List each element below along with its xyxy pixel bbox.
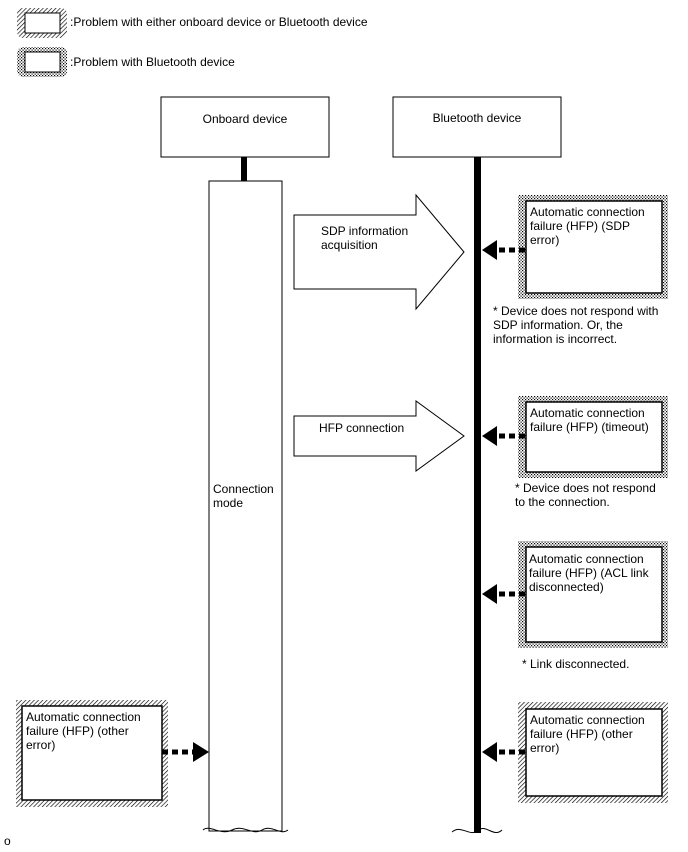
- onboard-device-title: Onboard device: [202, 112, 288, 126]
- failure-box-acl: [518, 541, 668, 648]
- dashed-arrow-other-bt: [482, 742, 525, 762]
- onboard-lifeline-stub: [241, 157, 247, 181]
- failure-other-bt-line2: failure (HFP) (other: [530, 727, 633, 741]
- failure-acl-line3: disconnected): [529, 580, 604, 594]
- dashed-arrow-sdp: [482, 240, 525, 260]
- bluetooth-device-title: Bluetooth device: [432, 111, 522, 125]
- bluetooth-lifeline-break: [451, 828, 503, 834]
- dashed-arrow-timeout: [482, 426, 525, 446]
- failure-timeout-line2: failure (HFP) (timeout): [530, 420, 649, 434]
- legend-hatched-swatch: [17, 8, 67, 38]
- failure-timeout-note1: * Device does not respond: [515, 481, 656, 495]
- failure-other-bt-line3: error): [530, 741, 560, 755]
- failure-sdp-note2: SDP information. Or, the: [493, 318, 623, 332]
- sdp-arrow-label-line1: SDP information: [321, 224, 409, 238]
- connection-mode-box: [208, 180, 283, 832]
- connection-mode-label-line1: Connection: [213, 482, 274, 496]
- hfp-arrow-label: HFP connection: [319, 421, 405, 435]
- failure-timeout-line1: Automatic connection: [530, 406, 645, 420]
- failure-onboard-line2: failure (HFP) (other: [26, 724, 129, 738]
- failure-timeout-note2: to the connection.: [515, 495, 610, 509]
- failure-acl-line2: failure (HFP) (ACL link: [529, 566, 649, 580]
- failure-onboard-line3: error): [26, 738, 56, 752]
- hfp-arrow: [293, 400, 465, 472]
- sdp-arrow-label-line2: acquisition: [321, 238, 378, 252]
- bluetooth-device-box: [392, 96, 562, 158]
- failure-other-bt-line1: Automatic connection: [530, 713, 645, 727]
- failure-onboard-line1: Automatic connection: [26, 710, 141, 724]
- legend-dotted-swatch: [17, 47, 67, 77]
- failure-sdp-line3: error): [530, 233, 560, 247]
- legend-either-label: :Problem with either onboard device or B…: [70, 15, 368, 29]
- legend-bluetooth-label: :Problem with Bluetooth device: [70, 55, 235, 69]
- connection-mode-label-line2: mode: [213, 496, 244, 510]
- dashed-arrow-acl: [482, 584, 525, 604]
- failure-sdp-line1: Automatic connection: [530, 205, 645, 219]
- failure-box-timeout: [518, 396, 668, 478]
- onboard-device-box: [160, 96, 330, 158]
- dashed-arrow-onboard: [162, 742, 209, 762]
- bluetooth-lifeline: [474, 157, 481, 833]
- corner-mark: o: [4, 834, 11, 848]
- failure-box-onboard: [16, 700, 168, 807]
- sdp-arrow: [293, 193, 465, 311]
- failure-sdp-note3: information is incorrect.: [493, 332, 618, 346]
- failure-box-sdp: [518, 195, 668, 299]
- failure-acl-note1: * Link disconnected.: [522, 657, 630, 671]
- failure-sdp-note1: * Device does not respond with: [493, 304, 659, 318]
- failure-box-other-bt: [518, 702, 668, 803]
- failure-acl-line1: Automatic connection: [529, 552, 644, 566]
- connection-mode-break: [202, 827, 289, 833]
- failure-sdp-line2: failure (HFP) (SDP: [530, 219, 631, 233]
